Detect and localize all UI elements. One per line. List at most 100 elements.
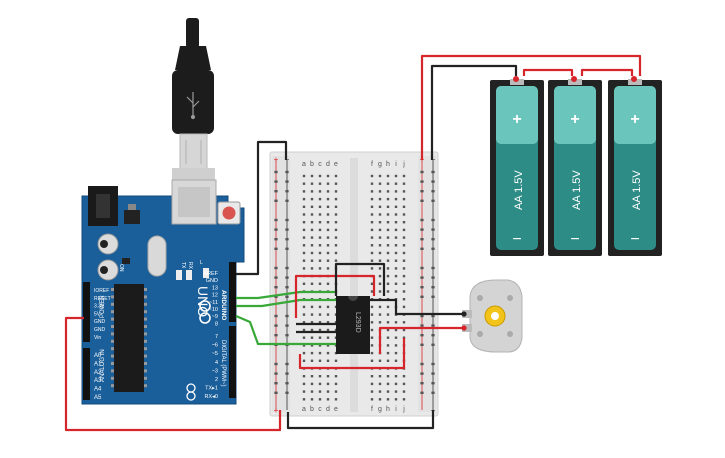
breadboard-hole[interactable] <box>334 359 338 362</box>
rail-hole[interactable] <box>420 238 424 241</box>
reset-button[interactable] <box>222 206 236 220</box>
rail-hole[interactable] <box>285 382 289 385</box>
wire-battery-link[interactable] <box>522 68 574 76</box>
breadboard-hole[interactable] <box>334 382 338 386</box>
rail-hole[interactable] <box>420 391 424 394</box>
breadboard-hole[interactable] <box>394 197 398 201</box>
l293d-ic[interactable]: L293D <box>336 296 370 354</box>
rail-hole[interactable] <box>274 391 278 394</box>
breadboard-hole[interactable] <box>326 359 330 362</box>
breadboard-hole[interactable] <box>402 390 406 393</box>
breadboard-hole[interactable] <box>386 290 390 293</box>
breadboard-hole[interactable] <box>318 375 322 378</box>
breadboard-hole[interactable] <box>386 174 390 178</box>
rail-hole[interactable] <box>274 266 278 270</box>
breadboard-hole[interactable] <box>370 398 374 401</box>
breadboard-hole[interactable] <box>378 382 382 386</box>
breadboard-hole[interactable] <box>318 313 322 316</box>
rail-hole[interactable] <box>420 324 424 327</box>
breadboard-hole[interactable] <box>370 382 374 386</box>
wire-motor-a[interactable] <box>370 298 466 316</box>
breadboard-hole[interactable] <box>386 244 390 247</box>
breadboard-hole[interactable] <box>370 182 374 185</box>
breadboard-hole[interactable] <box>334 182 338 185</box>
breadboard-hole[interactable] <box>386 398 390 401</box>
rail-hole[interactable] <box>274 372 278 375</box>
breadboard-hole[interactable] <box>378 313 382 316</box>
breadboard-hole[interactable] <box>370 236 374 239</box>
breadboard-hole[interactable] <box>378 259 382 262</box>
rail-hole[interactable] <box>274 334 278 337</box>
breadboard-hole[interactable] <box>326 390 330 393</box>
breadboard-hole[interactable] <box>310 221 314 224</box>
breadboard-hole[interactable] <box>370 228 374 232</box>
breadboard-hole[interactable] <box>302 197 306 201</box>
breadboard-hole[interactable] <box>378 274 382 278</box>
breadboard-hole[interactable] <box>386 205 390 208</box>
breadboard-hole[interactable] <box>326 313 330 316</box>
breadboard-hole[interactable] <box>394 205 398 208</box>
battery-terminal[interactable] <box>571 76 577 82</box>
breadboard-hole[interactable] <box>394 344 398 347</box>
breadboard-hole[interactable] <box>302 382 306 386</box>
breadboard-hole[interactable] <box>378 359 382 362</box>
breadboard-hole[interactable] <box>302 228 306 232</box>
breadboard-hole[interactable] <box>310 236 314 239</box>
breadboard-hole[interactable] <box>326 321 330 324</box>
breadboard-hole[interactable] <box>310 182 314 185</box>
rail-hole[interactable] <box>274 314 278 318</box>
rail-hole[interactable] <box>274 238 278 241</box>
rail-hole[interactable] <box>274 170 278 174</box>
rail-hole[interactable] <box>285 180 289 183</box>
breadboard-hole[interactable] <box>302 390 306 393</box>
breadboard-hole[interactable] <box>402 190 406 193</box>
breadboard-hole[interactable] <box>370 205 374 208</box>
breadboard-hole[interactable] <box>334 251 338 255</box>
breadboard-hole[interactable] <box>334 213 338 216</box>
breadboard-hole[interactable] <box>378 213 382 216</box>
breadboard-hole[interactable] <box>386 282 390 285</box>
breadboard-hole[interactable] <box>402 382 406 386</box>
breadboard-hole[interactable] <box>326 174 330 178</box>
rail-hole[interactable] <box>420 314 424 318</box>
battery-terminal[interactable] <box>513 76 519 82</box>
breadboard-hole[interactable] <box>394 290 398 293</box>
breadboard-hole[interactable] <box>334 259 338 262</box>
breadboard-hole[interactable] <box>326 213 330 216</box>
breadboard-hole[interactable] <box>402 375 406 378</box>
breadboard-hole[interactable] <box>302 267 306 270</box>
breadboard-hole[interactable] <box>394 251 398 255</box>
breadboard-hole[interactable] <box>310 174 314 178</box>
battery-pack[interactable]: +AA 1.5V−+AA 1.5V−+AA 1.5V− <box>490 76 662 256</box>
breadboard-hole[interactable] <box>394 274 398 278</box>
breadboard-hole[interactable] <box>386 228 390 232</box>
breadboard-hole[interactable] <box>318 267 322 270</box>
breadboard-hole[interactable] <box>402 398 406 401</box>
breadboard-hole[interactable] <box>370 321 374 324</box>
rail-hole[interactable] <box>420 343 424 346</box>
breadboard-hole[interactable] <box>386 390 390 393</box>
breadboard-hole[interactable] <box>370 282 374 285</box>
breadboard-hole[interactable] <box>386 182 390 185</box>
breadboard-hole[interactable] <box>318 351 322 355</box>
rail-hole[interactable] <box>285 228 289 231</box>
breadboard-hole[interactable] <box>394 236 398 239</box>
rail-hole[interactable] <box>285 199 289 202</box>
breadboard-hole[interactable] <box>394 190 398 193</box>
rail-hole[interactable] <box>431 314 435 318</box>
breadboard-hole[interactable] <box>334 205 338 208</box>
rail-hole[interactable] <box>431 334 435 337</box>
breadboard-hole[interactable] <box>334 398 338 401</box>
breadboard-hole[interactable] <box>386 313 390 316</box>
digital-header-mid[interactable] <box>229 326 236 398</box>
breadboard-hole[interactable] <box>370 213 374 216</box>
breadboard-hole[interactable] <box>394 282 398 285</box>
breadboard-hole[interactable] <box>370 221 374 224</box>
rail-hole[interactable] <box>431 324 435 327</box>
rail-hole[interactable] <box>431 170 435 174</box>
rail-hole[interactable] <box>274 324 278 327</box>
rail-hole[interactable] <box>285 247 289 250</box>
breadboard-hole[interactable] <box>334 190 338 193</box>
breadboard-hole[interactable] <box>302 259 306 262</box>
